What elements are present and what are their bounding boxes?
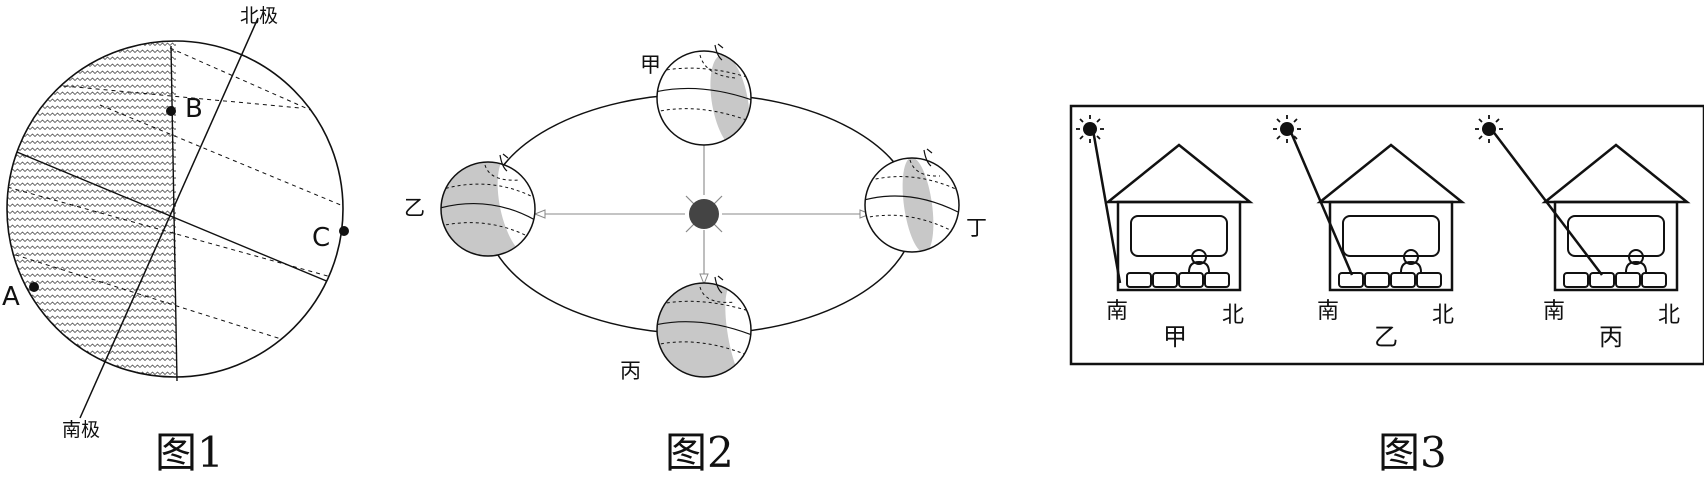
figure2-caption: 图2 — [665, 428, 734, 477]
north-pole-label: 北极 — [240, 5, 278, 27]
point-a-label: A — [2, 282, 20, 312]
label-bing: 丙 — [620, 359, 641, 383]
north-label: 北 — [1222, 303, 1244, 328]
label-ding: 丁 — [966, 216, 987, 240]
earth-position-yi — [440, 153, 536, 257]
house-bing: 南 北 丙 — [1475, 115, 1691, 351]
sun-icon — [685, 195, 723, 233]
point-b-dot — [166, 106, 176, 116]
house-jia: 南 北 甲 — [1076, 115, 1254, 351]
north-label: 北 — [1432, 303, 1454, 328]
house-label: 甲 — [1163, 323, 1187, 351]
south-label: 南 — [1543, 299, 1565, 324]
point-c-dot — [339, 226, 349, 236]
south-pole-label: 南极 — [62, 419, 100, 441]
figure1-caption: 图1 — [155, 428, 224, 477]
point-b-label: B — [185, 94, 203, 124]
sun-icon — [1076, 115, 1104, 143]
night-hemisphere — [7, 41, 176, 377]
house-label: 丙 — [1599, 323, 1623, 351]
point-a-dot — [29, 282, 39, 292]
point-c-label: C — [312, 223, 330, 253]
earth-position-jia — [656, 43, 752, 146]
south-label: 南 — [1317, 299, 1339, 324]
house-yi: 南 北 乙 — [1273, 115, 1466, 351]
figure3-caption: 图3 — [1378, 428, 1447, 477]
figure1: 北极 南极 B C A 图1 — [2, 5, 349, 477]
sun-icon — [1475, 115, 1503, 143]
house-label: 乙 — [1374, 323, 1398, 351]
south-label: 南 — [1106, 299, 1128, 324]
figure3: 南 北 甲 — [1069, 104, 1704, 477]
earth-position-ding — [864, 148, 960, 253]
north-label: 北 — [1658, 303, 1680, 328]
sun-icon — [1273, 115, 1301, 143]
figure2: 甲 乙 丁 丙 图2 — [404, 43, 987, 477]
equator-line — [7, 144, 343, 296]
earth-axis — [79, 17, 259, 419]
terminator-line — [170, 45, 178, 382]
earth-position-bing — [656, 275, 752, 378]
label-yi: 乙 — [404, 196, 425, 220]
figure3-frame — [1069, 104, 1704, 366]
earth-circle — [6, 40, 344, 378]
label-jia: 甲 — [640, 53, 661, 77]
